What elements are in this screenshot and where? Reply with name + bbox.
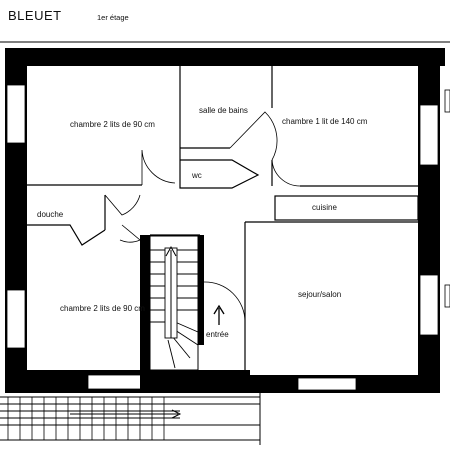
room-label-bedroom-bottom-left: chambre 2 lits de 90 cm — [60, 304, 145, 313]
room-label-bedroom-double: chambre 1 lit de 140 cm — [282, 117, 368, 126]
floor-label: 1er étage — [97, 13, 129, 22]
room-label-living: sejour/salon — [298, 290, 341, 299]
window-edge-right — [444, 89, 450, 113]
window-edge-right-2 — [444, 284, 450, 308]
exterior-steps — [0, 393, 261, 445]
windows — [6, 84, 450, 391]
window-right-top — [419, 104, 439, 166]
window-left-top — [6, 84, 26, 144]
plan-title: BLEUET — [8, 8, 62, 23]
interior-walls — [27, 66, 419, 393]
window-left-bottom — [6, 289, 26, 349]
room-label-shower: douche — [37, 210, 64, 219]
window-bottom-left — [87, 374, 147, 390]
window-right-bottom — [419, 274, 439, 336]
room-label-entrance: entrée — [206, 330, 229, 339]
room-label-wc: wc — [191, 171, 202, 180]
room-label-kitchen: cuisine — [312, 203, 337, 212]
room-label-bathroom: salle de bains — [199, 106, 248, 115]
staircase — [149, 235, 199, 371]
doors — [104, 111, 301, 375]
entrance-arrow — [213, 304, 225, 325]
window-bottom-right — [297, 377, 357, 391]
room-label-bedroom-top-left: chambre 2 lits de 90 cm — [70, 120, 155, 129]
